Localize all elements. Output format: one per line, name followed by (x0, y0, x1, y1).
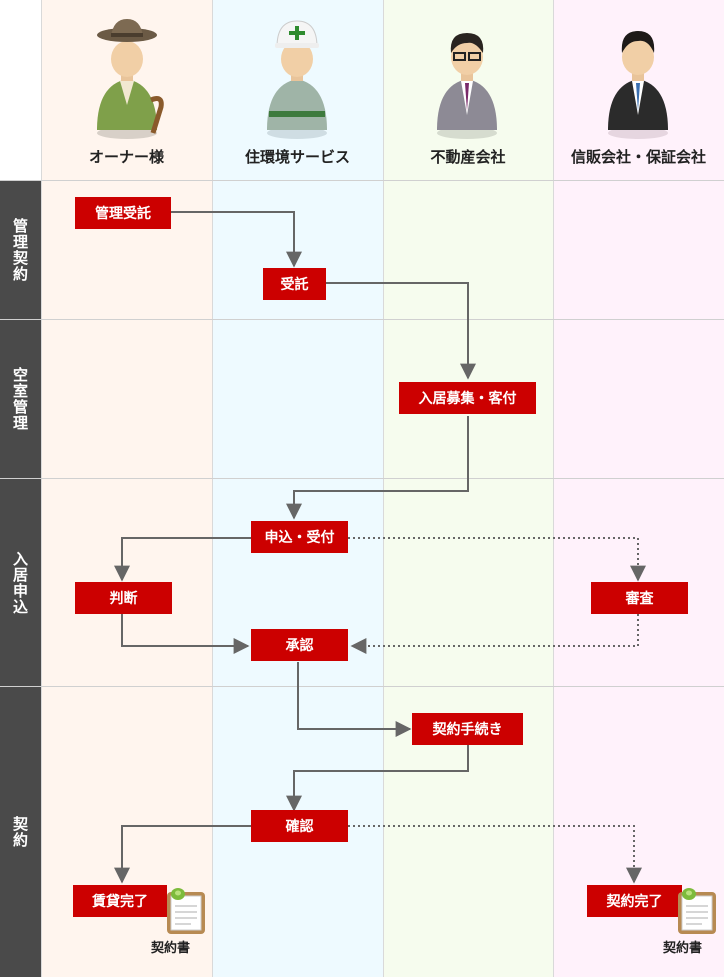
worker-person-icon (267, 20, 327, 139)
row-separator (0, 478, 724, 479)
arrow-handan-to-shounin (121, 614, 250, 654)
step-shinsa: 審査 (591, 582, 688, 614)
document-label-owner: 契約書 (151, 941, 191, 956)
arrow-jutaku-to-boshu (326, 282, 476, 380)
document-label-guarantor: 契約書 (663, 941, 703, 956)
step-nyukyo-boshu: 入居募集・客付 (399, 382, 536, 414)
phase-label: 管理契約 (11, 218, 29, 282)
actor-label-housing-service: 住環境サービス (244, 148, 350, 166)
phase-management-contract: 管理契約 (0, 181, 41, 319)
step-jutaku: 受託 (263, 268, 326, 300)
owner-person-icon (97, 19, 164, 139)
phase-label: 入居申込 (11, 550, 29, 615)
businessman-icon (437, 33, 497, 139)
header-separator (0, 180, 724, 181)
arrow-tetsuzuki-to-kakunin (286, 745, 469, 812)
step-keiyaku-kanryo: 契約完了 (587, 885, 682, 917)
phase-label: 空室管理 (11, 367, 29, 431)
actor-label-owner: オーナー様 (88, 148, 164, 166)
step-handan: 判断 (75, 582, 172, 614)
arrow-shounin-to-tetsuzuki (297, 662, 412, 737)
actor-label-real-estate: 不動産会社 (430, 148, 506, 166)
arrow-kakunin-to-chintai (114, 825, 251, 884)
businessman-dark-icon (608, 31, 668, 139)
phase-application: 入居申込 (0, 479, 41, 686)
arrow-kanri-to-jutaku (171, 211, 302, 268)
column-owner (41, 0, 212, 977)
actor-label-guarantor: 信販会社・保証会社 (570, 148, 706, 166)
dotted-arrow-kakunin-to-keiyaku-kanryo (348, 825, 642, 884)
clipboard-document-icon (678, 888, 716, 934)
step-keiyaku-tetsuzuki: 契約手続き (412, 713, 523, 745)
dotted-arrow-moushikomi-to-shinsa (348, 537, 646, 582)
step-moushikomi: 申込・受付 (251, 521, 348, 553)
step-chintai-kanryo: 賃貸完了 (73, 885, 167, 917)
phase-vacancy-management: 空室管理 (0, 320, 41, 478)
row-separator (0, 319, 724, 320)
step-kakunin: 確認 (251, 810, 348, 842)
step-kanri-jutaku: 管理受託 (75, 197, 171, 229)
dotted-arrow-shinsa-to-shounin (350, 614, 639, 654)
arrow-boshu-to-moushikomi (286, 416, 469, 520)
phase-contract: 契約 (0, 687, 41, 977)
phase-label: 契約 (11, 816, 29, 848)
row-separator (0, 686, 724, 687)
column-guarantor (553, 0, 724, 977)
step-shounin: 承認 (251, 629, 348, 661)
clipboard-document-icon (167, 888, 205, 934)
arrow-moushikomi-to-handan (114, 537, 251, 582)
